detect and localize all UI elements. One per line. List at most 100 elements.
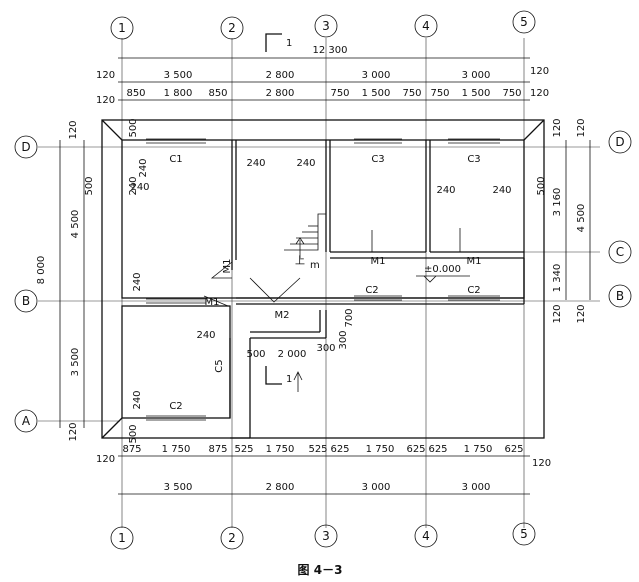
axis-bubbles-right: D C B [608,130,632,308]
axis-left-B: B [22,294,30,308]
building-walls [101,119,545,439]
dim-wall: 2 000 [278,349,307,360]
stair-sub-label: m [310,260,320,271]
dim-bottom-row2: 2 800 [266,482,295,493]
axis-bottom-3: 3 [322,529,330,543]
left-dimensions: 8 000 4 500 3 500 120 120 [36,120,81,441]
dim-edge: 120 [96,454,115,465]
axis-left-A: A [22,414,31,428]
window-label-c3: C3 [467,154,480,165]
dim-bottom-row2: 3 000 [462,482,491,493]
wall-thickness: 240 [138,158,149,177]
window-label-c1: C1 [169,154,182,165]
door-label-m1: M1 [371,256,386,267]
axis-bubbles-bottom: 1 2 3 4 5 [110,522,536,550]
dim-top-row3: 750 [402,88,421,99]
dim-wall: 300 [338,330,349,349]
wall-thickness: 240 [196,330,215,341]
axis-bottom-4: 4 [422,529,430,543]
figure-caption: 图 4－3 [298,563,343,577]
section-marks: 1 1 [265,33,303,392]
dim-bottom-row2: 3 500 [164,482,193,493]
wall-thickness: 240 [132,272,143,291]
dim-edge: 120 [96,70,115,81]
dim-wall: 500 [536,176,547,195]
dim-top-row3: 1 500 [462,88,491,99]
dim-bottom-row1: 1 750 [162,444,191,455]
window-label-c2: C2 [467,285,480,296]
wall-thickness: 240 [492,185,511,196]
dim-right-edge: 120 [552,304,563,323]
dim-edge: 120 [96,95,115,106]
dim-top-total: 12 300 [313,45,348,56]
dim-bottom-row1: 625 [428,444,447,455]
axis-top-2: 2 [228,21,236,35]
dim-top-row3: 1 500 [362,88,391,99]
door-label-m1: M1 [205,297,220,308]
right-dimensions: 3 160 1 340 4 500 120 120 120 120 [552,118,587,323]
window-markers [146,138,500,421]
dim-wall: 500 [128,424,139,443]
section-mark-bottom-label: 1 [286,374,292,385]
dim-top-row3: 750 [430,88,449,99]
window-label-c2: C2 [365,285,378,296]
dim-right-segment: 3 160 [552,188,563,217]
dim-right-total: 4 500 [576,204,587,233]
section-mark-top-label: 1 [286,38,292,49]
opening-labels: C1 C3 C3 C2 C2 C2 C5 M1 M1 M1 M1 M2 上 m … [169,154,481,412]
dim-bottom-row1: 1 750 [266,444,295,455]
wall-thickness: 240 [130,182,149,193]
axis-bottom-1: 1 [118,531,126,545]
dim-top-row2: 3 500 [164,70,193,81]
axis-top-5: 5 [520,15,528,29]
dim-bottom-row1: 875 [122,444,141,455]
dim-right-edge: 120 [576,304,587,323]
dimension-lines [59,57,591,495]
wall-thickness-labels: 240 240 240 240 240 240 240 240 240 240 [128,158,512,410]
wall-thickness: 240 [436,185,455,196]
dim-right-edge: 120 [576,118,587,137]
dim-edge: 120 [530,88,549,99]
dim-top-row3: 750 [330,88,349,99]
dim-top-row2: 2 800 [266,70,295,81]
dim-bottom-row1: 875 [208,444,227,455]
axis-right-C: C [616,245,624,259]
axis-top-3: 3 [322,19,330,33]
dim-left-total: 8 000 [36,256,47,285]
axis-left-D: D [21,140,30,154]
elevation-label: ±0.000 [424,264,461,275]
dim-top-row2: 3 000 [362,70,391,81]
stair-label: 上 [295,255,305,267]
wall-thickness: 240 [132,390,143,409]
wall-small-dimensions: 500 500 500 500 500 300 700 2 000 300 [84,118,547,443]
dim-bottom-row1: 625 [504,444,523,455]
wall-thickness: 240 [246,158,265,169]
dim-top-row2: 3 000 [462,70,491,81]
axis-top-1: 1 [118,21,126,35]
dim-left-segment: 3 500 [70,348,81,377]
bottom-dimensions: 120 120 875 1 750 875 525 1 750 525 625 … [96,444,551,493]
window-label-c5: C5 [214,359,225,372]
dim-bottom-row1: 525 [308,444,327,455]
axis-bottom-2: 2 [228,531,236,545]
dim-top-row3: 1 800 [164,88,193,99]
door-label-m2: M2 [275,310,290,321]
dim-right-segment: 1 340 [552,264,563,293]
dim-bottom-row1: 625 [406,444,425,455]
axis-bottom-5: 5 [520,527,528,541]
dim-wall: 300 [316,343,335,354]
dim-bottom-row1: 625 [330,444,349,455]
dim-edge: 120 [530,66,549,77]
dim-bottom-row2: 3 000 [362,482,391,493]
dim-right-edge: 120 [552,118,563,137]
window-label-c3: C3 [371,154,384,165]
wall-thickness: 240 [128,176,139,195]
dim-bottom-row1: 1 750 [366,444,395,455]
dim-bottom-row1: 1 750 [464,444,493,455]
window-label-c2: C2 [169,401,182,412]
dim-left-segment: 4 500 [70,210,81,239]
door-label-m1: M1 [467,256,482,267]
door-swings [203,228,472,307]
door-label-m1: M1 [222,259,233,274]
